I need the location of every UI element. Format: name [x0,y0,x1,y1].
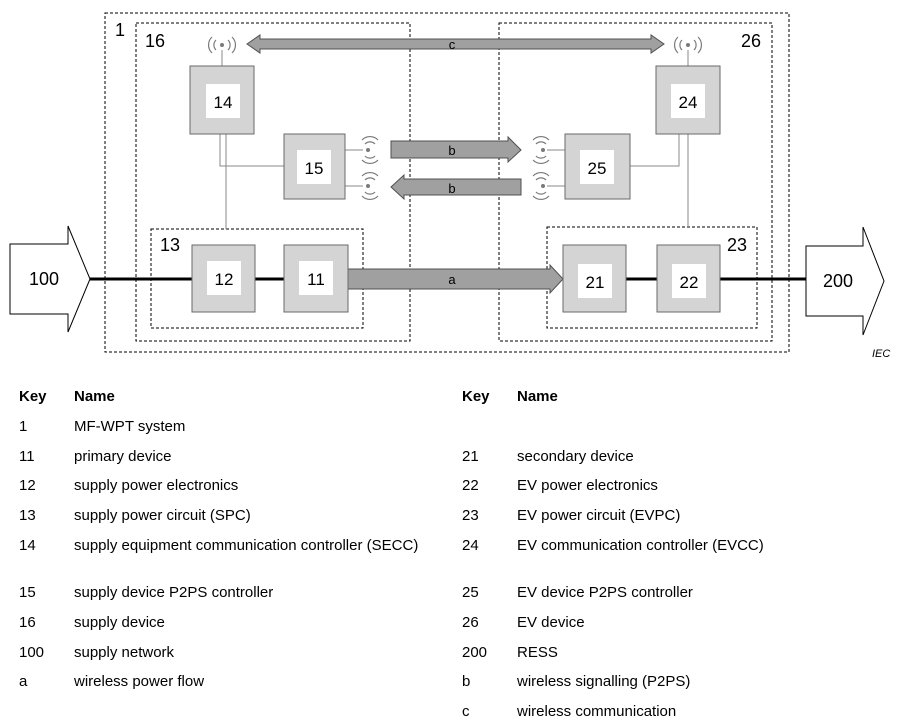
key-code: 1 [19,418,28,435]
label-200: 200 [823,271,853,291]
label-b-bottom: b [448,181,455,196]
key-name: supply power circuit (SPC) [74,507,251,524]
key-header: Key [462,388,490,405]
key-code: c [462,703,470,720]
key-code: 100 [19,644,45,661]
name-header: Name [74,388,115,405]
p2ps-arrow-ev-to-supply [390,173,522,201]
key-code: 23 [462,507,479,524]
label-a: a [448,272,456,287]
box-14: 14 [189,65,255,135]
ev-device-boundary [498,22,773,342]
label-23: 23 [727,235,747,255]
key-code: 25 [462,584,479,601]
supply-device-boundary [135,22,411,342]
svg-text:24: 24 [679,93,698,112]
key-code: a [19,673,28,690]
key-code: 21 [462,448,479,465]
key-code: 24 [462,537,479,554]
key-name: secondary device [517,448,634,465]
key-name: wireless power flow [74,673,205,690]
key-name: EV device [517,614,585,631]
key-header: Key [19,388,47,405]
svg-text:12: 12 [215,270,234,289]
link-24-25 [630,134,680,167]
key-name: EV power circuit (EVPC) [517,507,681,524]
wireless-power-flow-arrow [347,263,564,295]
supply-network-arrow [9,225,91,333]
antenna-icon [674,36,702,54]
key-code: 22 [462,477,479,494]
mf-wpt-system-diagram: 14 15 12 11 24 25 21 22 1 16 26 13 23 10… [9,12,890,360]
name-header: Name [517,388,558,405]
key-name: supply device [74,614,165,631]
key-name: wireless signalling (P2PS) [517,673,691,690]
key-code: 26 [462,614,479,631]
p2ps-arrow-supply-to-ev [390,135,522,164]
key-name: supply device P2PS controller [74,584,274,601]
antenna-icon [208,36,236,54]
key-name: EV power electronics [517,477,658,494]
key-code: 16 [19,614,36,631]
label-26: 26 [741,31,761,51]
key-code: b [462,673,471,690]
key-code: 13 [19,507,36,524]
key-code: 12 [19,477,36,494]
svg-text:15: 15 [305,159,324,178]
svg-text:14: 14 [214,93,233,112]
box-25: 25 [564,133,631,200]
label-100: 100 [29,269,59,289]
box-12: 12 [191,244,256,313]
key-code: 11 [19,448,35,465]
antenna-icon [361,136,379,164]
box-11: 11 [283,244,349,313]
key-name: supply network [74,644,175,661]
label-1: 1 [115,20,125,40]
box-15: 15 [283,133,346,200]
key-code: 14 [19,537,36,554]
key-name: supply power electronics [74,477,239,494]
svg-text:11: 11 [307,270,325,289]
antenna-icon [361,172,379,200]
box-24: 24 [655,65,721,135]
box-21: 21 [562,244,627,313]
key-name: MF-WPT system [74,418,186,435]
key-name: supply equipment communication controlle… [74,537,419,554]
label-13: 13 [160,235,180,255]
mf-wpt-system-boundary [104,12,790,353]
svg-text:25: 25 [588,159,607,178]
label-16: 16 [145,31,165,51]
link-14-15 [219,134,284,167]
iec-credit: IEC [872,348,890,360]
key-name: primary device [74,448,172,465]
key-name: wireless communication [517,703,677,720]
label-b-top: b [448,143,455,158]
key-name: EV communication controller (EVCC) [517,537,764,554]
svg-text:21: 21 [586,273,605,292]
label-c: c [449,37,456,52]
ress-arrow [805,226,885,336]
key-code: 15 [19,584,36,601]
antenna-icon [532,136,550,164]
key-table: Key Name Key Name 1 MF-WPT system 11 primary de… [0,378,901,721]
box-22: 22 [656,244,721,313]
wireless-communication-arrow [246,34,665,54]
key-code: 200 [462,644,488,661]
antenna-icon [532,172,550,200]
key-name: EV device P2PS controller [517,584,693,601]
svg-text:22: 22 [680,273,699,292]
key-name: RESS [517,644,558,661]
